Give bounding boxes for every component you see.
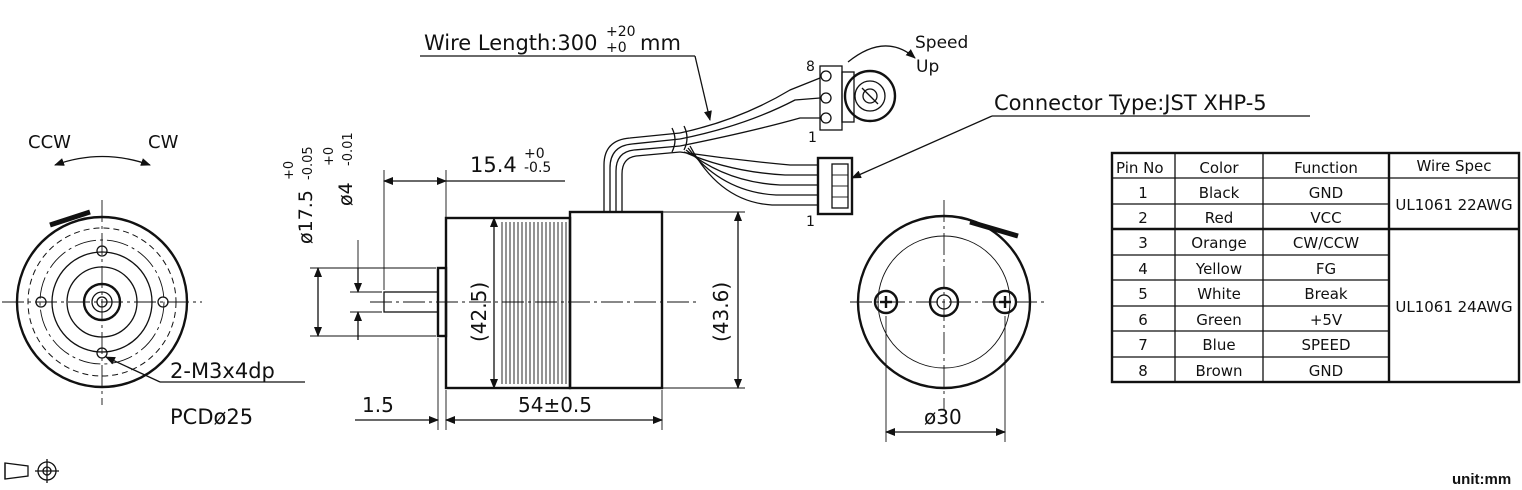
table-cell-color: Brown	[1195, 362, 1242, 380]
wire-length-upper: +20	[606, 24, 636, 40]
connector-type-label: Connector Type:JST XHP-5	[994, 91, 1267, 115]
table-cell-pin: 5	[1138, 285, 1148, 303]
wire-table: Pin No Color Function Wire Spec 1 Black …	[1110, 151, 1521, 384]
dim-boss-diameter: ø17.5	[295, 190, 317, 244]
unit-label: unit:mm	[1452, 471, 1511, 488]
rear-view: ø30	[850, 200, 1048, 442]
cable-and-connector: Speed Up 8 1 1 Wire Length:300 +20 +0 mm…	[420, 24, 1310, 230]
table-cell-color: Green	[1196, 311, 1241, 329]
dim-body-length: 54±0.5	[518, 393, 592, 417]
wire-spec-24awg: UL1061 24AWG	[1395, 298, 1512, 316]
table-cell-color: White	[1197, 285, 1241, 303]
table-cell-function: VCC	[1310, 209, 1341, 227]
table-cell-color: Orange	[1191, 234, 1246, 252]
pot-pin-8: 8	[806, 59, 815, 75]
table-header-color: Color	[1199, 159, 1239, 177]
speed-up-line1: Speed	[915, 33, 968, 53]
table-cell-pin: 6	[1138, 311, 1148, 329]
table-cell-pin: 7	[1138, 336, 1148, 354]
projection-symbol-icon	[4, 459, 59, 483]
cw-label: CW	[148, 132, 179, 153]
dim-body-diameter-outer: (43.6)	[709, 282, 733, 342]
dim-shaft-diameter: ø4	[335, 182, 357, 206]
table-cell-function: GND	[1309, 362, 1343, 380]
dim-shaft-upper: +0	[322, 147, 337, 166]
table-cell-color: Blue	[1202, 336, 1235, 354]
dim-boss-upper: +0	[282, 161, 297, 180]
table-cell-pin: 8	[1138, 362, 1148, 380]
dim-body-diameter-inner: (42.5)	[467, 282, 491, 342]
dim-flange: 1.5	[362, 393, 394, 417]
table-cell-function: GND	[1309, 184, 1343, 202]
table-cell-color: Red	[1205, 209, 1234, 227]
screw-right	[992, 289, 1018, 315]
table-header-pin: Pin No	[1116, 159, 1164, 177]
table-cell-color: Yellow	[1195, 260, 1242, 278]
table-header-function: Function	[1294, 159, 1358, 177]
dim-shaft-lower: -0.01	[341, 132, 356, 166]
table-header-wire-spec: Wire Spec	[1416, 157, 1491, 175]
dim-shaft-length-upper: +0	[524, 146, 545, 162]
speed-up-line2: Up	[916, 57, 939, 77]
table-cell-pin: 2	[1138, 209, 1148, 227]
table-cell-color: Black	[1199, 184, 1240, 202]
table-cell-function: Break	[1304, 285, 1348, 303]
mount-holes-label: 2-M3x4dp	[170, 359, 275, 383]
wire-spec-22awg: UL1061 22AWG	[1395, 196, 1512, 214]
dim-shaft-length: 15.4	[470, 153, 517, 177]
table-cell-pin: 3	[1138, 234, 1148, 252]
table-cell-pin: 4	[1138, 260, 1148, 278]
dim-rear-diameter: ø30	[924, 405, 962, 429]
dim-shaft-length-lower: -0.5	[524, 160, 551, 176]
table-cell-function: CW/CCW	[1293, 234, 1359, 252]
table-cell-function: FG	[1316, 260, 1336, 278]
pcd-label: PCDø25	[170, 405, 253, 429]
ccw-label: CCW	[28, 132, 71, 153]
front-view: CCW CW 2-M3x4dp PCDø25	[2, 132, 305, 429]
screw-left	[873, 289, 899, 315]
wire-length-lower: +0	[606, 40, 627, 56]
connector-pin-1: 1	[806, 214, 815, 230]
wire-length-label: Wire Length:300	[424, 31, 598, 55]
dim-boss-lower: -0.05	[301, 146, 316, 180]
pot-pin-1: 1	[808, 130, 817, 146]
side-view: 15.4 +0 -0.5 ø17.5 +0 -0.05 ø4 +0 -0.01 …	[282, 132, 745, 430]
table-cell-pin: 1	[1138, 184, 1148, 202]
cooling-fins	[501, 222, 567, 384]
table-cell-function: +5V	[1310, 311, 1343, 329]
table-cell-function: SPEED	[1301, 336, 1350, 354]
wire-length-unit: mm	[640, 31, 681, 55]
